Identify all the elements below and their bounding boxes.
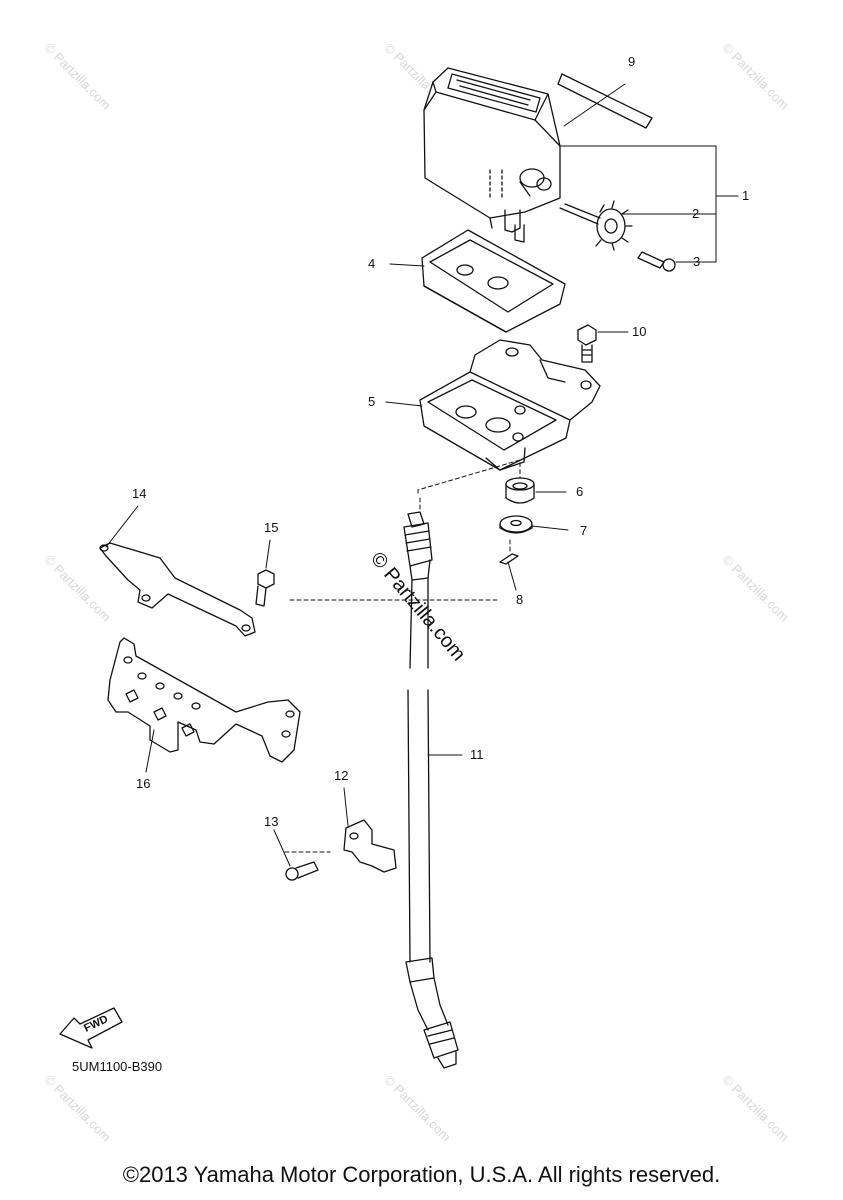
callout-7: 7 — [580, 523, 587, 538]
callout-6: 6 — [576, 484, 583, 499]
callout-8: 8 — [516, 592, 523, 607]
callout-10: 10 — [632, 324, 646, 339]
screw — [637, 251, 676, 272]
diagram-code: 5UM1100-B390 — [72, 1059, 163, 1074]
drive-gear — [559, 200, 633, 251]
copyright-notice: ©2013 Yamaha Motor Corporation, U.S.A. A… — [122, 1162, 721, 1187]
callout-numbers: 9 1 2 3 4 10 5 6 7 8 14 15 11 16 12 13 — [132, 54, 749, 829]
callout-2: 2 — [692, 206, 699, 221]
callout-14: 14 — [132, 486, 146, 501]
cable-clamp — [343, 819, 397, 873]
clip — [499, 553, 519, 565]
washer — [499, 515, 533, 534]
callout-12: 12 — [334, 768, 348, 783]
fwd-arrow-icon — [59, 1007, 123, 1049]
bolt — [577, 324, 597, 363]
grommet — [505, 477, 535, 504]
meter-bracket — [419, 339, 601, 471]
rubber-cover — [421, 229, 566, 333]
speedometer-cable — [403, 511, 459, 1069]
small-screw — [285, 861, 319, 881]
callout-4: 4 — [368, 256, 375, 271]
callout-11: 11 — [470, 747, 484, 762]
alignment-lines — [284, 459, 521, 853]
trim-strip — [557, 73, 653, 129]
callout-9: 9 — [628, 54, 635, 69]
leader-lines — [105, 83, 739, 867]
lower-stay — [107, 637, 301, 763]
callout-1: 1 — [742, 188, 749, 203]
callout-5: 5 — [368, 394, 375, 409]
callout-3: 3 — [693, 254, 700, 269]
callout-15: 15 — [264, 520, 278, 535]
speedometer-assembly — [423, 67, 561, 243]
flange-bolt — [255, 569, 275, 607]
callout-13: 13 — [264, 814, 278, 829]
callout-16: 16 — [136, 776, 150, 791]
upper-stay — [99, 542, 256, 637]
